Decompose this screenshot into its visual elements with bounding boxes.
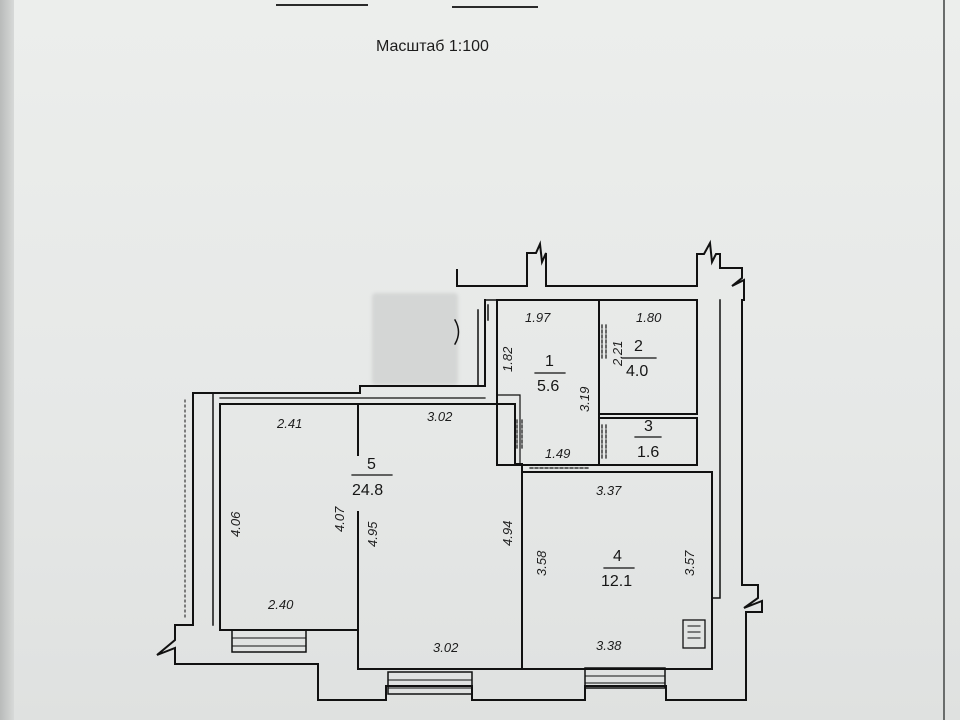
balcony-arc — [453, 318, 460, 346]
dim-r4-bottom: 3.38 — [596, 638, 622, 653]
outer-wall-top-left — [192, 299, 486, 394]
dim-r1-left: 1.82 — [500, 346, 515, 372]
outer-wall-left — [156, 392, 387, 701]
dim-r2-top: 1.80 — [636, 310, 662, 325]
dim-r1-top: 1.97 — [525, 310, 551, 325]
equipment-symbol — [682, 619, 706, 649]
dim-r5-bottom-right: 3.02 — [433, 640, 459, 655]
binding-edge — [0, 0, 14, 720]
outer-wall-top — [456, 239, 745, 301]
room-2-area: 4.0 — [626, 363, 648, 380]
window-bottom-mid — [387, 671, 473, 695]
dim-r5-left: 4.06 — [228, 511, 243, 537]
scale-label: Масштаб 1:100 — [376, 38, 489, 55]
window-left — [231, 629, 307, 653]
door-opening-2 — [529, 467, 591, 473]
dim-r5-mid: 4.07 — [332, 506, 347, 532]
room-5-number: 5 — [367, 456, 376, 473]
room-5-area: 24.8 — [352, 482, 383, 499]
dim-r4-top: 3.37 — [596, 483, 622, 498]
door-opening-4 — [601, 424, 607, 461]
window-bottom-right — [584, 667, 666, 689]
dim-r4-left: 3.58 — [534, 550, 549, 576]
room-3-area: 1.6 — [637, 444, 659, 461]
outer-wall-right-inner — [711, 299, 721, 599]
door-opening-1 — [516, 419, 523, 449]
dim-r5-right: 4.94 — [500, 521, 515, 546]
dim-r1-right: 3.19 — [577, 387, 592, 412]
dim-r5-top-right: 3.02 — [427, 409, 453, 424]
room-3-number: 3 — [644, 418, 653, 435]
room-1-area: 5.6 — [537, 378, 559, 395]
room-2-number: 2 — [634, 338, 643, 355]
dim-r4-right: 3.57 — [682, 550, 697, 576]
redacted-area — [372, 293, 458, 385]
dim-r2-left: 2.21 — [610, 341, 625, 367]
dim-r1-bottom: 1.49 — [545, 446, 570, 461]
room-1-number: 1 — [545, 353, 554, 370]
room-4-number: 4 — [613, 548, 622, 565]
page-frame-line — [943, 0, 945, 720]
dim-r5-mid2: 4.95 — [365, 521, 380, 547]
header-blank-line-1 — [276, 4, 368, 6]
dim-r5-bottom-left: 2.40 — [267, 597, 294, 612]
header-blank-line-2 — [452, 6, 538, 8]
dim-r5-top-left: 2.41 — [276, 416, 302, 431]
outer-wall-right — [584, 299, 763, 701]
room-4-area: 12.1 — [601, 573, 632, 590]
door-opening-3 — [601, 324, 607, 361]
